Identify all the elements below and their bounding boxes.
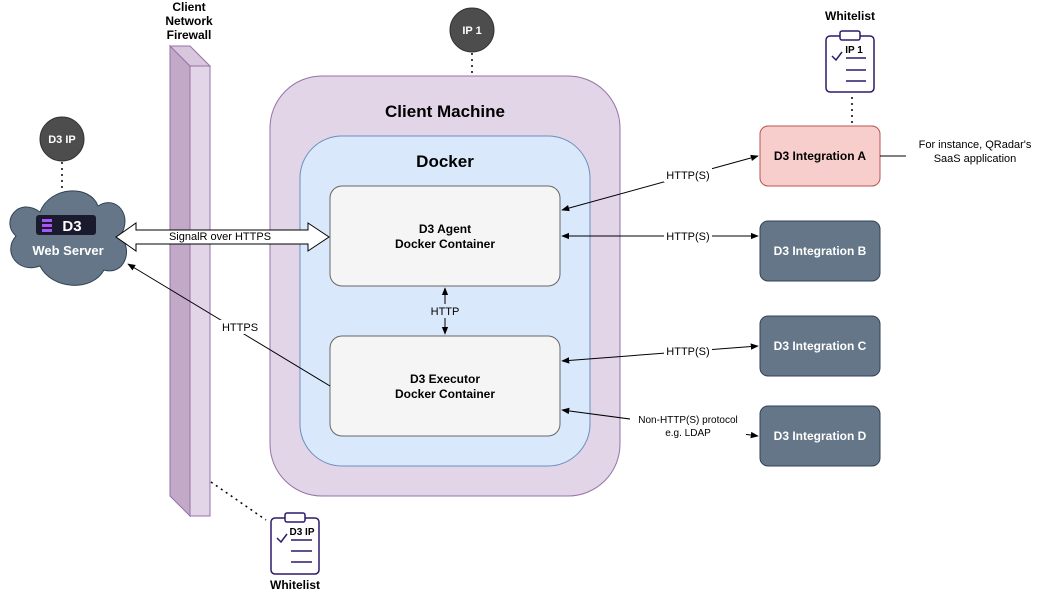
non-http-label-line1: Non-HTTP(S) protocol	[638, 415, 737, 426]
executor-integration-c-arrow	[561, 343, 759, 364]
d3ip-bubble	[39, 116, 85, 162]
http-c-label: HTTP(S)	[666, 346, 709, 358]
integration-d-label: D3 Integration D	[774, 429, 867, 443]
firewall	[168, 44, 212, 518]
integration-c-box	[759, 315, 881, 377]
http-b-label-bg	[664, 229, 712, 243]
ip1-bubble-label: IP 1	[462, 25, 481, 37]
agent-label-line1: D3 Agent	[419, 222, 471, 236]
non-http-label-bg	[630, 411, 746, 439]
integration-a-label: D3 Integration A	[774, 149, 867, 163]
http-b-label: HTTP(S)	[666, 231, 709, 243]
http-label-bg	[428, 304, 462, 318]
whitelist-top-title: Whitelist	[825, 9, 875, 23]
executor-label-line1: D3 Executor	[410, 372, 480, 386]
https-label-bg	[219, 320, 261, 334]
integration-b-label: D3 Integration B	[774, 244, 867, 258]
signalr-arrow	[115, 222, 330, 252]
d3ip-bubble-label: D3 IP	[48, 134, 76, 146]
client-machine-label: Client Machine	[385, 102, 505, 121]
agent-integration-a-arrow	[561, 154, 759, 212]
integration-b-box	[759, 220, 881, 282]
ip1-bubble	[449, 7, 495, 53]
d3-logo-text: D3	[62, 218, 81, 235]
agent-label-line2: Docker Container	[395, 237, 495, 251]
docker-label: Docker	[416, 152, 474, 171]
https-label: HTTPS	[222, 322, 258, 334]
web-server-label: Web Server	[32, 243, 103, 258]
d3-logo: D3	[36, 215, 96, 235]
non-http-label-line2: e.g. LDAP	[665, 428, 711, 439]
whitelist-bottom-title: Whitelist	[270, 578, 320, 592]
http-c-label-bg	[664, 344, 712, 358]
executor-label-line2: Docker Container	[395, 387, 495, 401]
http-a-label: HTTP(S)	[666, 170, 709, 182]
firewall-label-line3: Firewall	[167, 28, 212, 42]
whitelist-bottom-clipboard-icon	[270, 512, 320, 575]
executor-container	[329, 335, 561, 437]
firewall-label-line1: Client	[172, 0, 205, 14]
note-a-line2: SaaS application	[934, 153, 1017, 165]
agent-container	[329, 185, 561, 287]
note-a-line1: For instance, QRadar's	[919, 139, 1032, 151]
http-a-label-bg	[664, 168, 712, 182]
integration-c-label: D3 Integration C	[774, 339, 867, 353]
signalr-label: SignalR over HTTPS	[169, 231, 271, 243]
whitelist-bottom-item: D3 IP	[289, 527, 314, 538]
http-label: HTTP	[431, 306, 460, 318]
whitelist-top-item: IP 1	[845, 45, 863, 56]
whitelist-bottom-connector	[210, 481, 267, 521]
web-server-cloud	[9, 190, 128, 286]
integration-d-box	[759, 405, 881, 467]
whitelist-top-clipboard-icon	[825, 30, 875, 93]
firewall-label-line2: Network	[165, 14, 213, 28]
